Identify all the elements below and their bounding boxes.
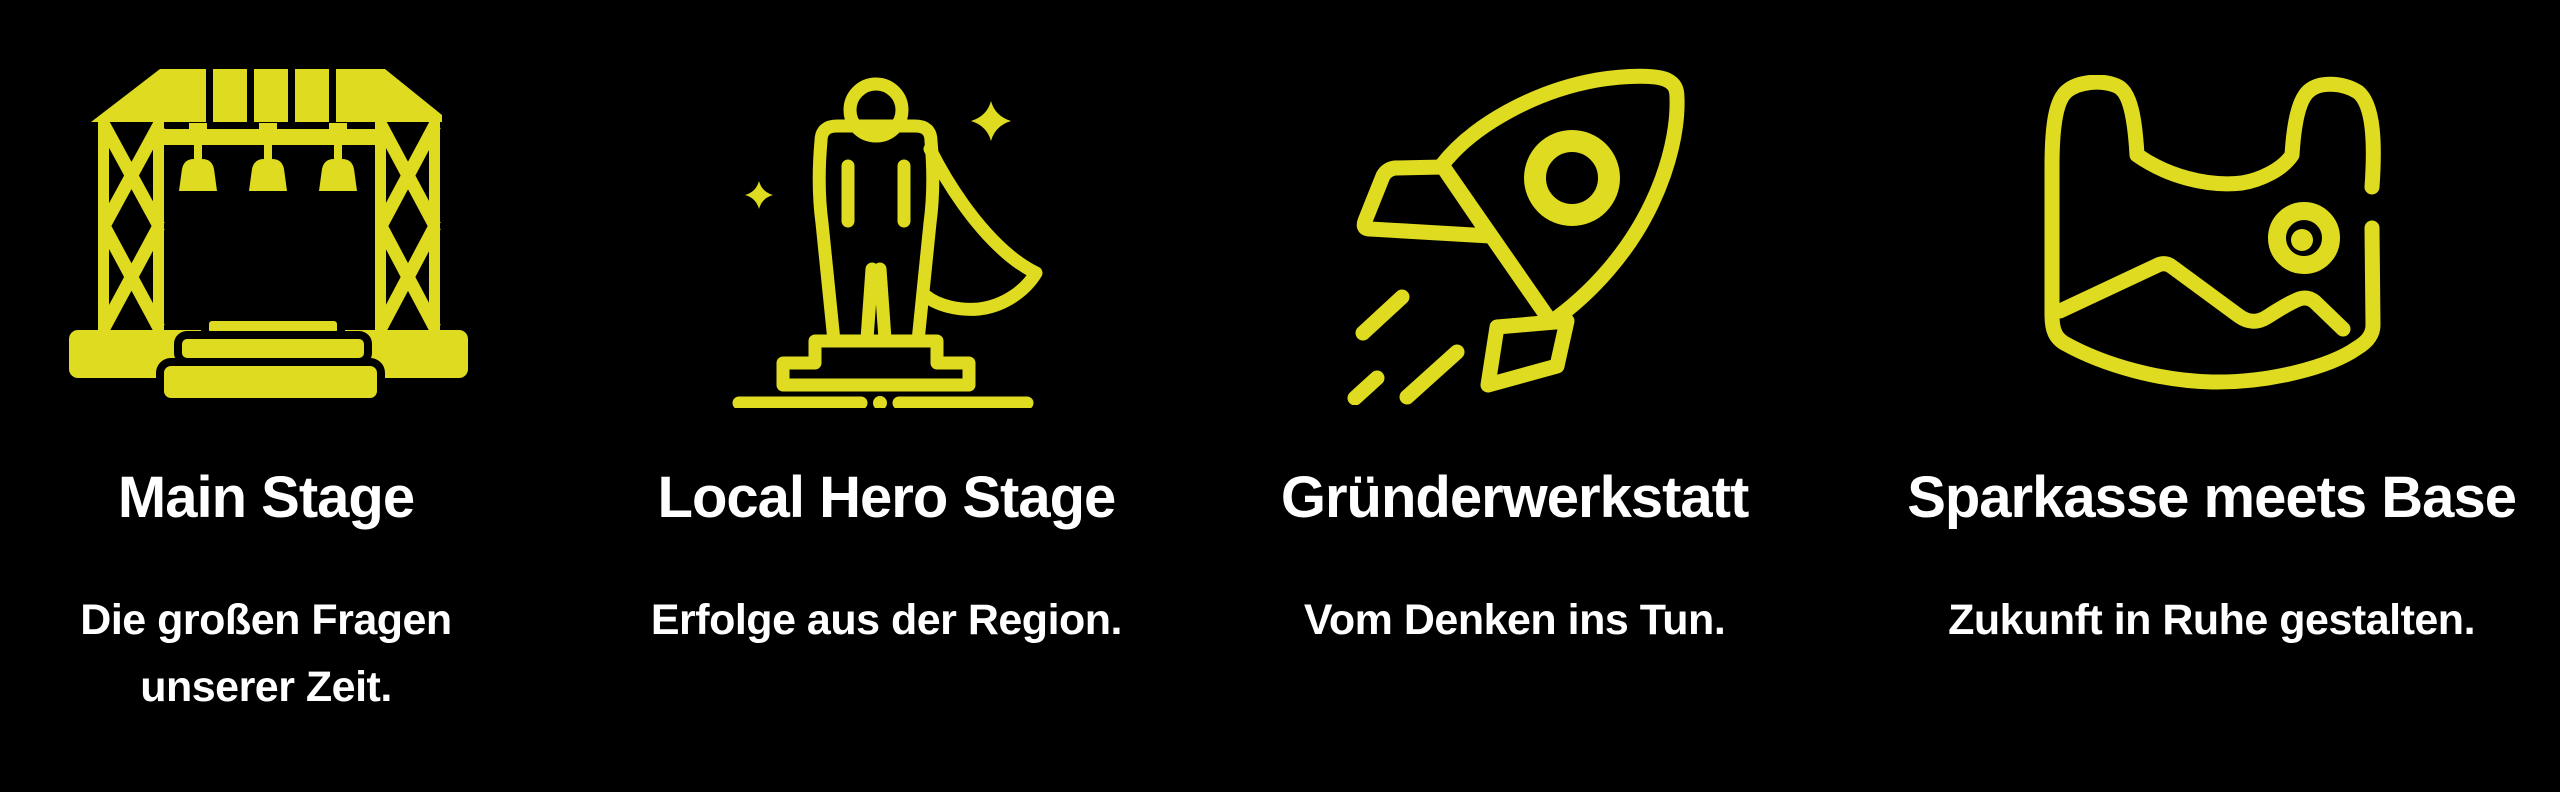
stages-overview: Main Stage Die großen Fragen unserer Zei… bbox=[40, 34, 2517, 720]
feature-column-gruenderwerkstatt: Gründerwerkstatt Vom Denken ins Tun. bbox=[1280, 34, 1749, 654]
feature-subtitle: Erfolge aus der Region. bbox=[650, 595, 1123, 644]
feature-column-main-stage: Main Stage Die großen Fragen unserer Zei… bbox=[40, 34, 492, 720]
panorama-icon bbox=[2042, 34, 2382, 436]
feature-title: Gründerwerkstatt bbox=[1280, 465, 1749, 530]
feature-title: Local Hero Stage bbox=[657, 465, 1117, 530]
feature-title: Sparkasse meets Base bbox=[1907, 465, 2517, 530]
feature-column-local-hero-stage: Local Hero Stage Erfolge aus der Region. bbox=[650, 34, 1123, 654]
stage-icon bbox=[61, 34, 471, 436]
feature-subtitle: Vom Denken ins Tun. bbox=[1303, 595, 1726, 644]
feature-title: Main Stage bbox=[117, 465, 415, 530]
feature-column-sparkasse-meets-base: Sparkasse meets Base Zukunft in Ruhe ges… bbox=[1907, 34, 2517, 654]
rocket-icon bbox=[1345, 34, 1685, 436]
feature-subtitle: Die großen Fragen unserer Zeit. bbox=[80, 595, 452, 711]
hero-statue-icon bbox=[721, 34, 1051, 436]
feature-subtitle: Zukunft in Ruhe gestalten. bbox=[1948, 595, 2476, 644]
